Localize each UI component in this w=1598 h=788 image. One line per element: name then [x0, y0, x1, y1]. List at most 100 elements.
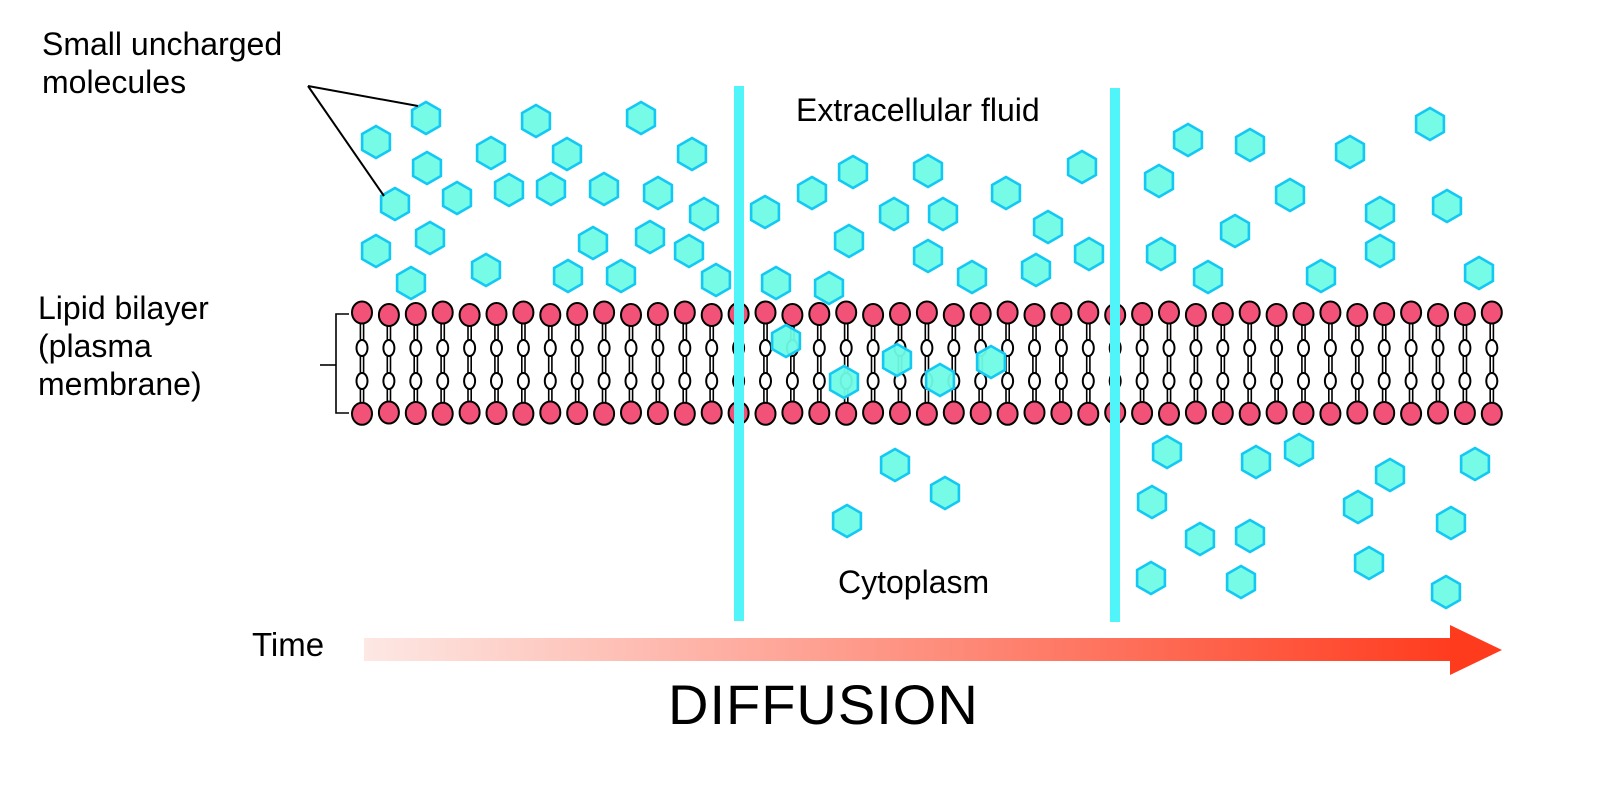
- phosphate-head: [1023, 303, 1046, 327]
- uncharged-molecule-icon: [879, 447, 911, 483]
- phosphate-head: [485, 401, 508, 425]
- uncharged-molecule-icon: [379, 186, 411, 222]
- lipid-bilayer: [351, 300, 1503, 426]
- phosphate-head: [566, 302, 589, 326]
- phosphate-head: [404, 302, 427, 326]
- tail-bead: [490, 372, 503, 390]
- tail-bead: [785, 372, 799, 390]
- phosphate-head: [889, 302, 911, 326]
- uncharged-molecule-icon: [749, 194, 781, 230]
- tail-bead: [1485, 339, 1499, 357]
- phospholipid: [835, 300, 858, 426]
- uncharged-molecule-icon: [760, 265, 792, 301]
- tail-bead: [1458, 339, 1472, 357]
- tail-bead: [463, 372, 477, 390]
- uncharged-molecule-icon: [975, 344, 1007, 380]
- phosphate-head: [1292, 401, 1315, 425]
- uncharged-molecule-icon: [441, 180, 473, 216]
- tail-bead: [1485, 372, 1499, 390]
- phosphate-head: [1346, 400, 1369, 425]
- tail-bead: [597, 339, 611, 357]
- uncharged-molecule-icon: [1431, 188, 1463, 224]
- tail-bead: [543, 372, 557, 390]
- uncharged-molecule-icon: [1234, 518, 1266, 554]
- uncharged-molecule-icon: [1283, 432, 1315, 468]
- phosphate-head: [431, 300, 454, 325]
- uncharged-molecule-icon: [813, 270, 845, 306]
- phosphate-head: [1211, 302, 1234, 326]
- tail-bead: [1216, 372, 1230, 390]
- phosphate-head: [539, 400, 562, 425]
- tail-bead: [1404, 372, 1418, 390]
- time-arrow-head: [1450, 625, 1502, 675]
- tail-bead: [839, 339, 853, 357]
- tail-bead: [1189, 372, 1203, 390]
- tail-bead: [866, 372, 880, 390]
- tail-bead: [1135, 339, 1149, 357]
- phospholipid: [1427, 303, 1449, 425]
- molecules-pointer-line: [307, 85, 385, 197]
- tail-bead: [1054, 339, 1068, 357]
- uncharged-molecule-icon: [924, 362, 956, 398]
- uncharged-molecule-icon: [1032, 209, 1064, 245]
- tail-bead: [1323, 339, 1337, 357]
- uncharged-molecule-icon: [1240, 444, 1272, 480]
- phosphate-head: [351, 300, 373, 325]
- uncharged-molecule-icon: [411, 150, 443, 186]
- uncharged-molecule-icon: [1073, 236, 1105, 272]
- phosphate-head: [1427, 400, 1449, 425]
- phosphate-head: [1373, 401, 1396, 425]
- phosphate-head: [996, 401, 1019, 426]
- phospholipid: [539, 303, 562, 425]
- uncharged-molecule-icon: [1066, 149, 1098, 185]
- phospholipid: [781, 303, 804, 425]
- uncharged-molecule-icon: [833, 223, 865, 259]
- uncharged-molecule-icon: [577, 225, 609, 261]
- tail-bead: [1458, 372, 1472, 390]
- phosphate-head: [1184, 303, 1207, 327]
- molecules-pointer-line: [307, 85, 419, 107]
- phosphate-head: [889, 401, 911, 425]
- phospholipid: [512, 300, 535, 426]
- tail-bead: [463, 339, 477, 357]
- uncharged-molecule-icon: [1430, 574, 1462, 610]
- phospholipid: [1319, 300, 1342, 426]
- uncharged-molecule-icon: [520, 103, 552, 139]
- phosphate-head: [754, 300, 777, 325]
- phosphate-head: [1238, 401, 1261, 426]
- phosphate-head: [754, 401, 777, 426]
- phospholipid: [673, 300, 696, 426]
- phospholipid: [566, 302, 589, 425]
- uncharged-molecule-icon: [1305, 258, 1337, 294]
- uncharged-molecule-icon: [1459, 446, 1491, 482]
- tail-bead: [543, 339, 557, 357]
- uncharged-molecule-icon: [605, 258, 637, 294]
- phosphate-head: [512, 401, 535, 426]
- phospholipid: [404, 302, 427, 425]
- panel-dividers: [734, 86, 1120, 622]
- phosphate-head: [593, 401, 616, 426]
- phosphate-head: [862, 400, 885, 425]
- phospholipid: [862, 303, 885, 425]
- phosphate-head: [1373, 302, 1396, 326]
- uncharged-molecule-icon: [927, 196, 959, 232]
- phosphate-head: [1480, 300, 1503, 325]
- tail-bead: [624, 372, 638, 390]
- phosphate-head: [1265, 400, 1288, 425]
- phospholipid: [942, 303, 965, 425]
- phosphate-head: [620, 303, 642, 327]
- tail-bead: [651, 372, 665, 390]
- uncharged-molecule-icon: [1192, 259, 1224, 295]
- phosphate-head: [1319, 300, 1342, 325]
- uncharged-molecule-icon: [414, 220, 446, 256]
- uncharged-molecule-icon: [912, 153, 944, 189]
- phospholipid: [1453, 302, 1476, 425]
- tail-bead: [1162, 339, 1176, 357]
- phospholipid: [485, 302, 508, 425]
- phospholipid: [1346, 303, 1369, 425]
- phosphate-head: [512, 300, 535, 325]
- phosphate-head: [1131, 401, 1154, 425]
- extracellular-fluid-label: Extracellular fluid: [796, 92, 1040, 128]
- phosphate-head: [1211, 401, 1234, 425]
- uncharged-molecule-icon: [1225, 564, 1257, 600]
